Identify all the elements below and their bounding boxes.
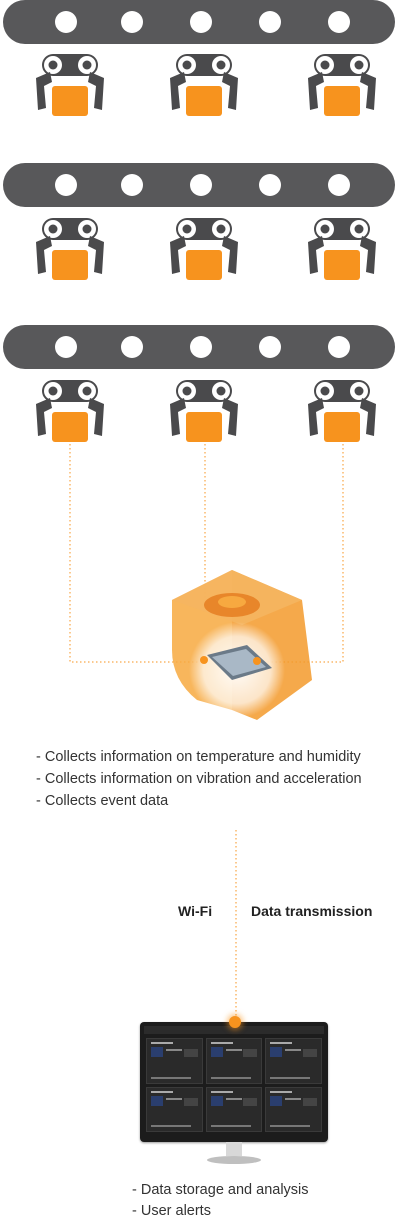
rail-hole bbox=[190, 336, 212, 358]
iot-sensor-device-icon bbox=[172, 570, 312, 720]
wifi-signal-dot bbox=[229, 1016, 241, 1028]
server-feature-list: - Data storage and analysis - User alert… bbox=[132, 1180, 392, 1222]
dashboard-panel bbox=[265, 1086, 322, 1132]
robot-gripper-icon bbox=[36, 218, 104, 280]
dotted-line-left bbox=[69, 440, 200, 663]
conveyor-rail-2 bbox=[3, 163, 395, 207]
monitor-stand-neck bbox=[226, 1142, 242, 1156]
robot-gripper-icon bbox=[170, 218, 238, 280]
robot-gripper-icon bbox=[170, 54, 238, 116]
rail-hole bbox=[328, 336, 350, 358]
rail-hole bbox=[121, 174, 143, 196]
dashboard-grid bbox=[146, 1038, 322, 1132]
rail-hole bbox=[328, 174, 350, 196]
rail-hole bbox=[55, 11, 77, 33]
feature-vibration-acceleration: - Collects information on vibration and … bbox=[36, 771, 362, 787]
conveyor-rail-1 bbox=[3, 0, 395, 44]
feature-temperature-humidity: - Collects information on temperature an… bbox=[36, 749, 361, 765]
wifi-label: Wi-Fi bbox=[178, 903, 213, 919]
feature-data-storage: - Data storage and analysis bbox=[132, 1182, 309, 1198]
robot-gripper-icon bbox=[308, 54, 376, 116]
rail-hole bbox=[259, 174, 281, 196]
dashboard-monitor-icon bbox=[140, 1022, 328, 1142]
rail-hole bbox=[190, 11, 212, 33]
dashboard-topbar bbox=[144, 1026, 324, 1034]
conveyor-rail-3 bbox=[3, 325, 395, 369]
rail-hole bbox=[55, 336, 77, 358]
robot-gripper-icon bbox=[308, 380, 376, 442]
data-transmission-label: Data transmission bbox=[251, 903, 373, 919]
rail-hole bbox=[259, 11, 281, 33]
dashboard-panel bbox=[205, 1038, 263, 1084]
feature-event-data: - Collects event data bbox=[36, 793, 169, 809]
rail-hole bbox=[190, 174, 212, 196]
dashboard-panel bbox=[265, 1038, 322, 1084]
rail-hole bbox=[121, 11, 143, 33]
rail-hole bbox=[259, 336, 281, 358]
monitor-stand-base bbox=[207, 1156, 261, 1164]
rail-hole bbox=[328, 11, 350, 33]
robot-gripper-icon bbox=[170, 380, 238, 442]
rail-hole bbox=[121, 336, 143, 358]
rail-hole bbox=[55, 174, 77, 196]
robot-gripper-icon bbox=[308, 218, 376, 280]
robot-gripper-icon bbox=[36, 54, 104, 116]
sensor-feature-list: - Collects information on temperature an… bbox=[36, 746, 400, 812]
feature-user-alerts: - User alerts bbox=[132, 1203, 211, 1219]
dashboard-panel bbox=[146, 1038, 203, 1084]
robot-gripper-icon bbox=[36, 380, 104, 442]
dashboard-panel bbox=[146, 1086, 203, 1132]
dashboard-panel bbox=[205, 1086, 263, 1132]
